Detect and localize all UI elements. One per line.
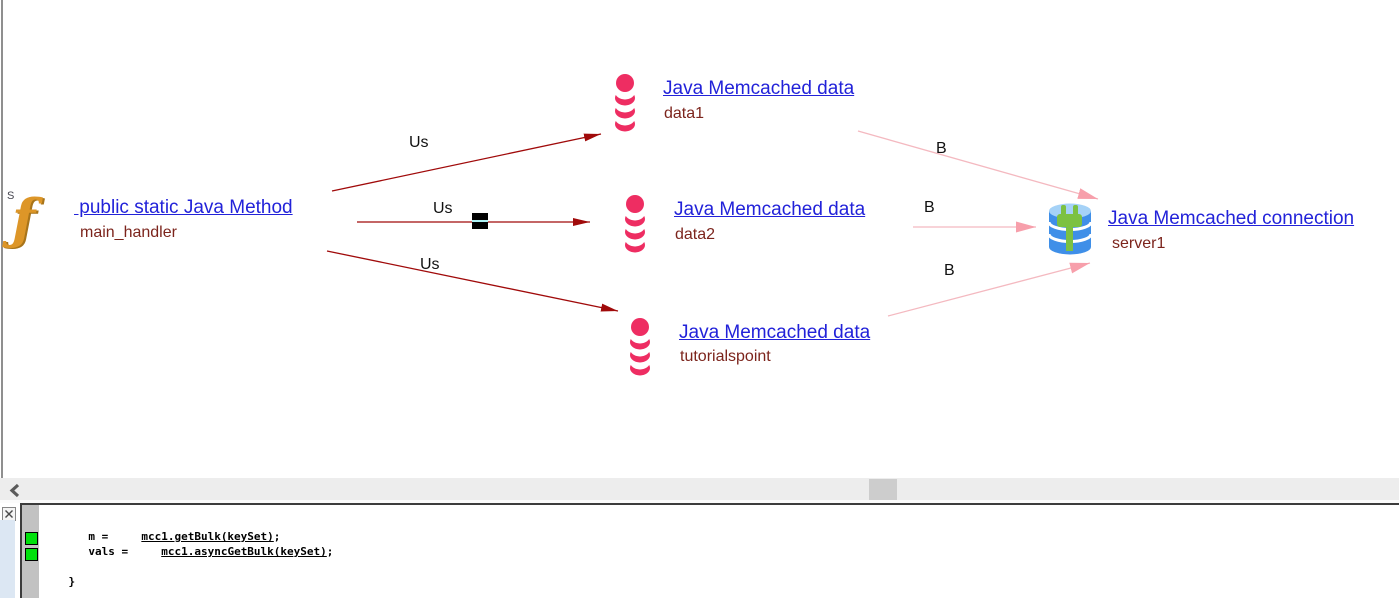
edge-label-us1: Us: [409, 134, 429, 151]
node-name-method: main_handler: [80, 224, 177, 241]
node-name-server: server1: [1112, 235, 1166, 252]
memcached-data-icon: [630, 318, 650, 376]
scroll-left-button[interactable]: [4, 480, 26, 500]
edge-label-us2: Us: [433, 200, 453, 217]
node-link-data3[interactable]: Java Memcached data: [679, 322, 871, 343]
code-line-1: m = mcc1.getBulk(keySet);: [42, 529, 333, 544]
code-plain: ;: [273, 530, 281, 543]
diagram-canvas[interactable]: S ƒ public static Java Method main_handl…: [0, 0, 1399, 505]
node-link-data2[interactable]: Java Memcached data: [674, 199, 866, 220]
code-plain: }: [42, 575, 76, 588]
code-frame: m = mcc1.getBulk(keySet); vals = mcc1.as…: [20, 503, 1399, 598]
code-text: m = mcc1.getBulk(keySet); vals = mcc1.as…: [42, 529, 333, 589]
code-plain: m =: [42, 530, 142, 543]
node-name-data2: data2: [675, 226, 716, 243]
code-plain: ;: [326, 545, 334, 558]
code-line-2: vals = mcc1.asyncGetBulk(keySet);: [42, 544, 333, 559]
node-link-data1[interactable]: Java Memcached data: [663, 78, 855, 99]
diagram-edges: [326, 130, 1099, 317]
code-plain: vals =: [42, 545, 162, 558]
code-link-asyncgetbulk[interactable]: mcc1.asyncGetBulk(keySet): [161, 545, 327, 558]
breakpoint-indicator[interactable]: [25, 532, 38, 545]
chevron-left-icon: [9, 483, 20, 497]
memcached-data-icon: [625, 195, 645, 253]
window-left-border: [1, 0, 3, 505]
close-panel-button[interactable]: [2, 507, 16, 521]
memcached-data-icon: [615, 74, 635, 132]
edge-uses-data3: [326, 250, 619, 312]
static-modifier-badge: S: [7, 190, 15, 202]
edge-label-b2: B: [924, 199, 935, 216]
edge-uses-data1: [331, 133, 602, 192]
node-name-data1: data1: [664, 105, 705, 122]
code-line-4: }: [42, 574, 333, 589]
scrollbar-thumb[interactable]: [869, 479, 897, 500]
edge-label-us3: Us: [420, 256, 440, 273]
node-name-data3: tutorialspoint: [680, 348, 771, 365]
code-gutter[interactable]: [22, 505, 39, 598]
breakpoint-indicator[interactable]: [25, 548, 38, 561]
edge-label-b3: B: [944, 262, 955, 279]
code-line-3: [42, 559, 333, 574]
horizontal-scrollbar[interactable]: [0, 478, 1399, 503]
close-icon: [5, 510, 13, 518]
edge-handle[interactable]: [472, 213, 488, 229]
code-link-getbulk[interactable]: mcc1.getBulk(keySet): [141, 530, 274, 543]
edge-b-data1-server: [857, 130, 1099, 200]
java-static-method-icon: ƒ: [12, 187, 36, 251]
edge-label-b1: B: [936, 140, 947, 157]
node-link-server[interactable]: Java Memcached connection: [1108, 208, 1355, 229]
edge-b-data3-server: [887, 262, 1091, 317]
code-preview-panel: m = mcc1.getBulk(keySet); vals = mcc1.as…: [0, 503, 1399, 598]
memcached-connection-icon: [1047, 203, 1093, 255]
panel-margin-strip: [0, 520, 15, 598]
node-link-method[interactable]: public static Java Method: [74, 197, 293, 218]
